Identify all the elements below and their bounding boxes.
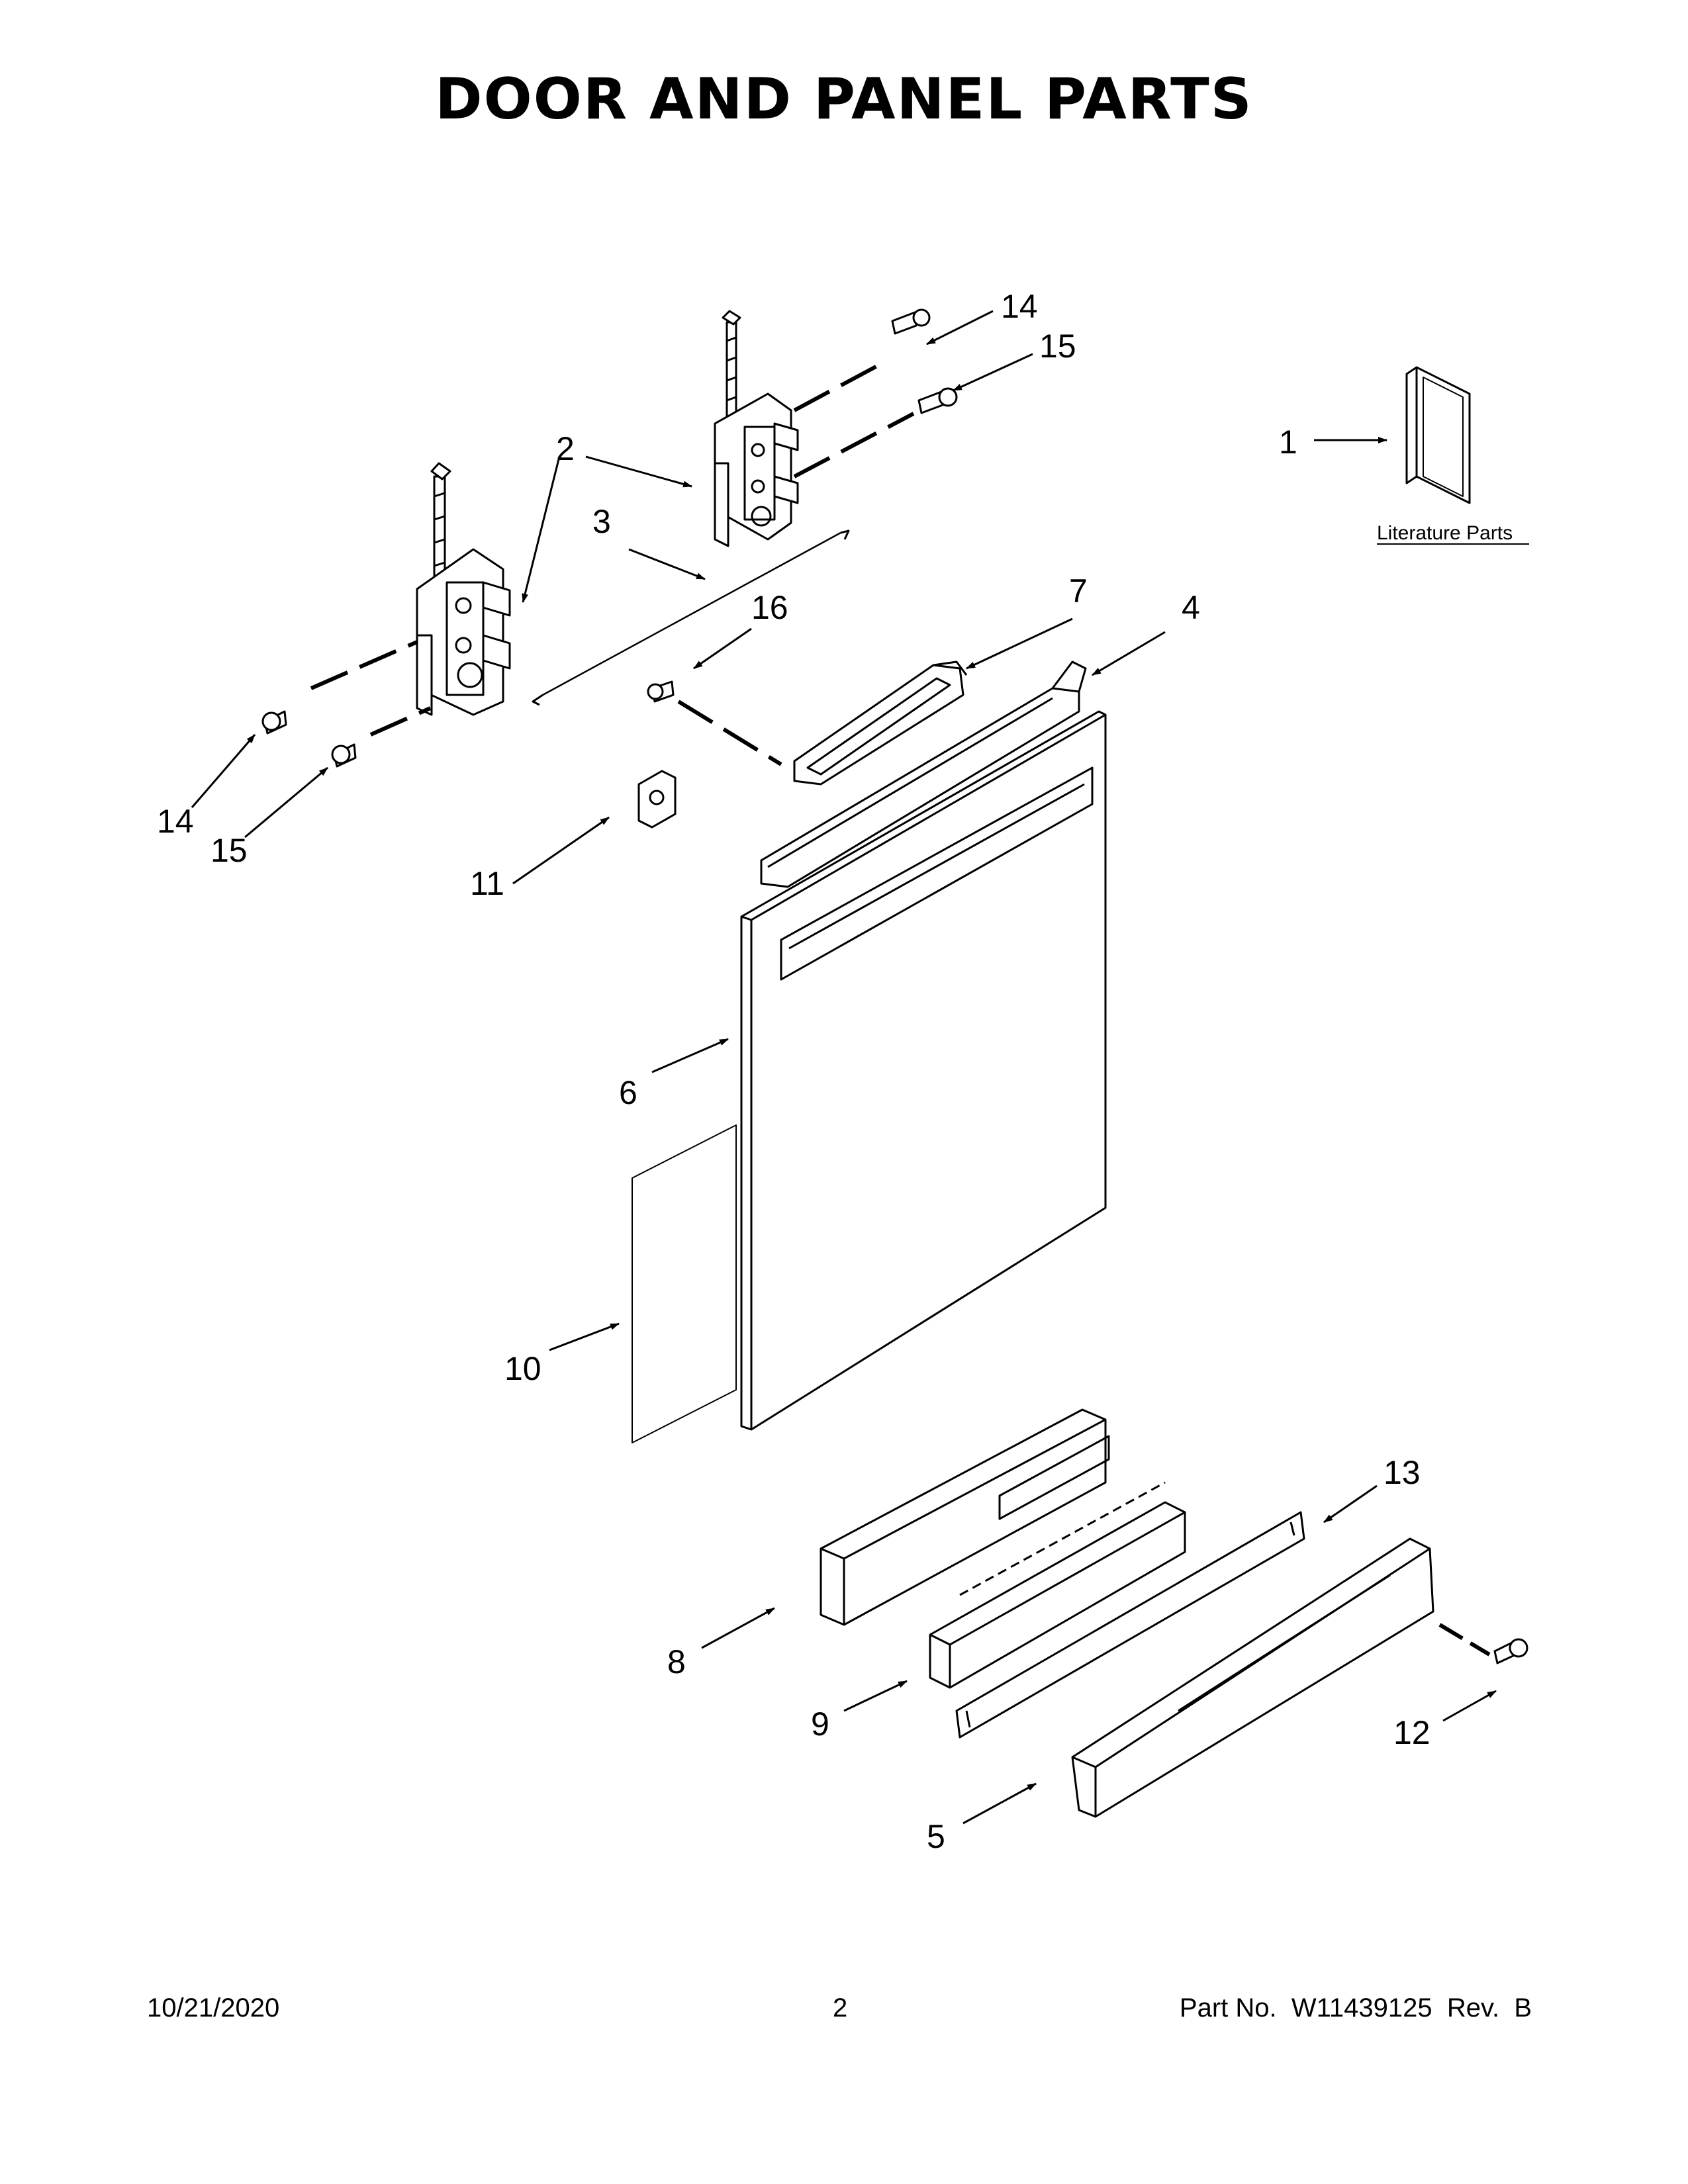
hinge-left xyxy=(416,462,511,716)
toe-panel xyxy=(929,1481,1186,1689)
insulation-sheet xyxy=(632,1124,737,1443)
door-clip xyxy=(637,770,677,829)
door-handle xyxy=(793,660,968,786)
control-panel xyxy=(760,660,1087,888)
screw-16 xyxy=(647,680,675,703)
callout-2: 2 xyxy=(556,430,575,467)
callout-14-left: 14 xyxy=(157,803,194,840)
callout-8: 8 xyxy=(667,1643,686,1680)
hinge-right xyxy=(714,310,799,547)
callout-1: 1 xyxy=(1279,424,1297,461)
toe-foam-block xyxy=(820,1408,1110,1626)
callout-15-top: 15 xyxy=(1039,328,1076,365)
callout-14-top: 14 xyxy=(1001,288,1038,325)
footer-page-number: 2 xyxy=(833,1993,848,2023)
callout-12: 12 xyxy=(1393,1714,1430,1751)
callout-10: 10 xyxy=(504,1350,541,1387)
screw-15-top xyxy=(917,387,958,414)
toe-strip xyxy=(955,1511,1305,1739)
literature-parts-label: Literature Parts xyxy=(1377,522,1513,544)
callout-3: 3 xyxy=(592,503,611,540)
callout-16: 16 xyxy=(751,589,788,626)
door-outer-panel xyxy=(740,710,1107,1431)
lower-bracket xyxy=(1071,1537,1434,1818)
callout-13: 13 xyxy=(1383,1454,1421,1491)
callout-5: 5 xyxy=(927,1818,945,1855)
screw-15-left xyxy=(331,743,357,768)
callout-11: 11 xyxy=(470,865,504,902)
callout-9: 9 xyxy=(811,1706,829,1743)
screw-14-left xyxy=(261,710,287,735)
footer-date: 10/21/2020 xyxy=(147,1993,280,2023)
callout-6: 6 xyxy=(619,1074,637,1111)
screw-14-top xyxy=(891,308,931,335)
callout-4: 4 xyxy=(1182,589,1200,626)
literature-booklet xyxy=(1405,366,1471,504)
page-title: DOOR AND PANEL PARTS xyxy=(435,66,1253,132)
screw-12 xyxy=(1493,1638,1528,1664)
callout-15-left: 15 xyxy=(211,832,248,869)
door-rod xyxy=(532,529,850,706)
callout-7: 7 xyxy=(1069,572,1088,610)
footer-part-number: Part No. W11439125 Rev. B xyxy=(1179,1993,1532,2023)
